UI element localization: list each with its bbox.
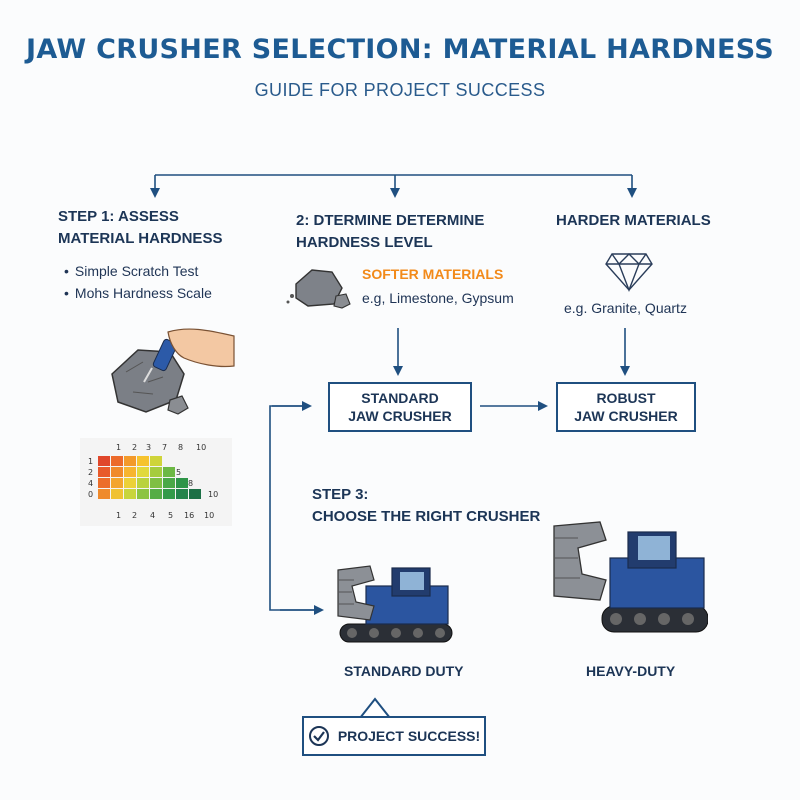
step1-heading-line2: MATERIAL HARDNESS <box>58 230 223 247</box>
page-subtitle: GUIDE FOR PROJECT SUCCESS <box>254 80 546 100</box>
standard-crusher-machine <box>337 565 453 643</box>
softer-materials-label: SOFTER MATERIALS <box>362 266 504 282</box>
project-success-callout: PROJECT SUCCESS! <box>302 716 486 756</box>
mohs-cell <box>98 489 110 499</box>
scratch-test-illustration <box>111 328 235 415</box>
mohs-cell-mark: 10 <box>208 490 218 499</box>
step2-heading-line2: HARDNESS LEVEL <box>296 234 433 251</box>
mohs-cell <box>150 478 162 488</box>
mohs-cell <box>189 489 201 499</box>
page-title: JAW CRUSHER SELECTION: MATERIAL HARDNESS <box>26 34 774 65</box>
mohs-cell <box>111 489 123 499</box>
mohs-cell <box>111 456 123 466</box>
mohs-cell <box>98 467 110 477</box>
robust-box-line1: ROBUST <box>596 390 656 406</box>
mohs-top-tick: 8 <box>178 443 183 452</box>
step2-heading: 2: DTERMINE DETERMINE HARDNESS LEVEL <box>296 210 484 254</box>
mohs-bottom-tick: 4 <box>150 511 155 520</box>
step1-heading: STEP 1: ASSESS MATERIAL HARDNESS <box>58 206 222 250</box>
mohs-cell <box>137 489 149 499</box>
mohs-left-tick: 4 <box>88 479 93 488</box>
mohs-cell <box>124 456 136 466</box>
step2-heading-line1: 2: DTERMINE DETERMINE <box>296 212 485 229</box>
mohs-bottom-tick: 2 <box>132 511 137 520</box>
mohs-cell-mark: 5 <box>176 468 181 477</box>
mohs-cell <box>111 478 123 488</box>
mohs-cell <box>98 478 110 488</box>
mohs-top-tick: 3 <box>146 443 151 452</box>
mohs-cell <box>176 478 188 488</box>
heavy-duty-crusher-machine <box>553 521 708 633</box>
step1-heading-line1: STEP 1: ASSESS <box>58 208 179 225</box>
step3-heading-line2: CHOOSE THE RIGHT CRUSHER <box>312 508 541 525</box>
diamond-icon <box>605 253 653 292</box>
harder-materials-heading: HARDER MATERIALS <box>556 212 711 229</box>
mohs-bottom-tick: 5 <box>168 511 173 520</box>
robust-box-line2: JAW CRUSHER <box>574 408 678 424</box>
list-item: Mohs Hardness Scale <box>64 282 212 304</box>
loop-line <box>269 405 318 611</box>
harder-examples: e.g. Granite, Quartz <box>564 300 687 316</box>
step1-bullet-list: Simple Scratch Test Mohs Hardness Scale <box>64 260 212 304</box>
mohs-cell <box>163 489 175 499</box>
mohs-cell <box>163 467 175 477</box>
mohs-bottom-tick: 16 <box>184 511 194 520</box>
soft-rock-icon <box>286 269 351 309</box>
list-item: Simple Scratch Test <box>64 260 212 282</box>
mohs-cell <box>150 467 162 477</box>
softer-examples: e.g, Limestone, Gypsum <box>362 290 514 306</box>
mohs-bottom-tick: 10 <box>204 511 214 520</box>
mohs-top-tick: 10 <box>196 443 206 452</box>
step3-heading-line1: STEP 3: <box>312 486 369 503</box>
mohs-left-tick: 2 <box>88 468 93 477</box>
mohs-cell <box>98 456 110 466</box>
mohs-bottom-tick: 1 <box>116 511 121 520</box>
mohs-cell <box>137 456 149 466</box>
mohs-cell <box>124 467 136 477</box>
mohs-cell <box>124 489 136 499</box>
mohs-left-tick: 0 <box>88 490 93 499</box>
mohs-left-tick: 1 <box>88 457 93 466</box>
project-success-label: PROJECT SUCCESS! <box>337 728 481 744</box>
standard-duty-label: STANDARD DUTY <box>344 663 464 679</box>
mohs-cell <box>176 489 188 499</box>
robust-jaw-crusher-box: ROBUST JAW CRUSHER <box>556 382 696 432</box>
callout-pointer <box>360 697 390 719</box>
mohs-cell <box>163 478 175 488</box>
mohs-top-tick: 1 <box>116 443 121 452</box>
heavy-duty-label: HEAVY-DUTY <box>586 663 676 679</box>
mohs-cell <box>150 456 162 466</box>
standard-box-line2: JAW CRUSHER <box>348 408 452 424</box>
step3-heading: STEP 3: CHOOSE THE RIGHT CRUSHER <box>312 484 540 528</box>
mohs-cell <box>111 467 123 477</box>
mohs-cell-mark: 8 <box>188 479 193 488</box>
mohs-top-tick: 7 <box>162 443 167 452</box>
check-circle-icon <box>308 726 329 746</box>
standard-jaw-crusher-box: STANDARD JAW CRUSHER <box>328 382 472 432</box>
mohs-cell <box>150 489 162 499</box>
mohs-top-tick: 2 <box>132 443 137 452</box>
mohs-cell <box>137 467 149 477</box>
mohs-cell <box>137 478 149 488</box>
standard-box-line1: STANDARD <box>361 390 439 406</box>
mohs-cell <box>124 478 136 488</box>
